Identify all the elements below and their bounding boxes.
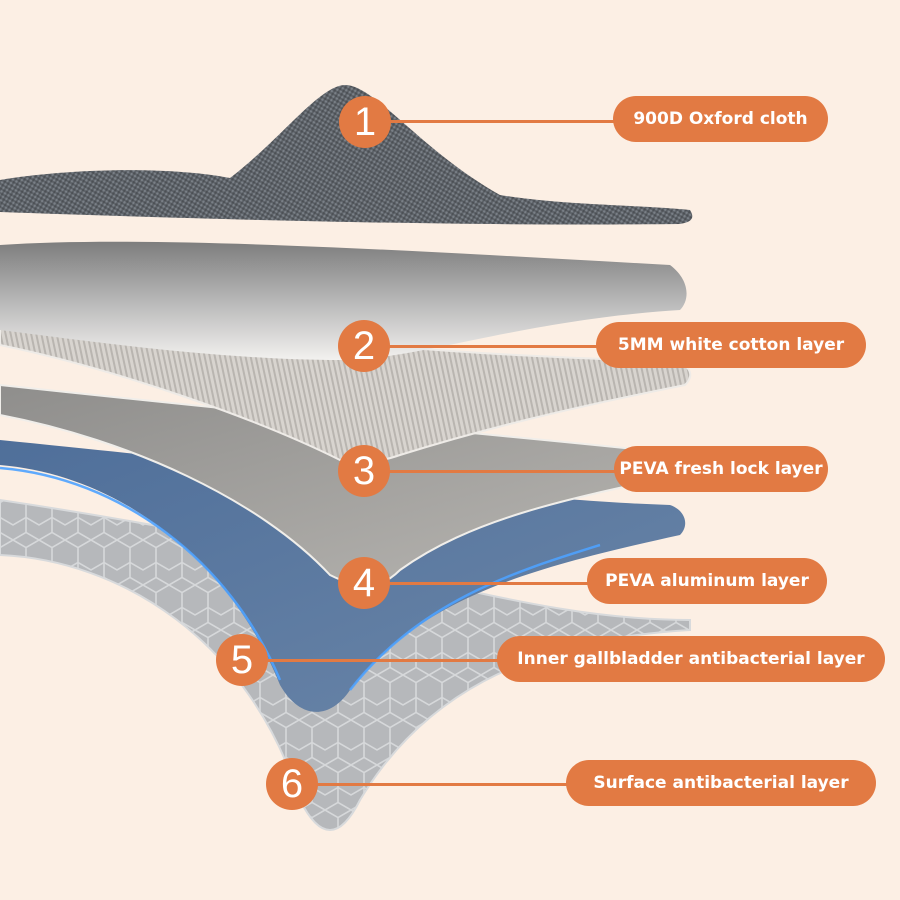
connector-line-5 bbox=[262, 659, 512, 662]
connector-line-1 bbox=[390, 120, 620, 123]
connector-line-4 bbox=[388, 582, 598, 585]
layer-label-3: PEVA fresh lock layer bbox=[614, 446, 828, 492]
connector-line-2 bbox=[388, 345, 618, 348]
layer-number-badge-5: 5 bbox=[216, 634, 268, 686]
layer-number-badge-1: 1 bbox=[339, 96, 391, 148]
connector-line-6 bbox=[312, 783, 582, 786]
connector-line-3 bbox=[388, 470, 618, 473]
layer-number-badge-2: 2 bbox=[338, 320, 390, 372]
layer-number-badge-4: 4 bbox=[338, 557, 390, 609]
layer-2-cotton bbox=[0, 241, 687, 360]
layer-label-6: Surface antibacterial layer bbox=[566, 760, 876, 806]
layer-number-badge-3: 3 bbox=[338, 445, 390, 497]
layer-label-4: PEVA aluminum layer bbox=[587, 558, 827, 604]
layer-1-oxford-cloth bbox=[0, 85, 693, 225]
layer-label-1: 900D Oxford cloth bbox=[613, 96, 828, 142]
layer-label-2: 5MM white cotton layer bbox=[596, 322, 866, 368]
layer-number-badge-6: 6 bbox=[266, 758, 318, 810]
layer-label-5: Inner gallbladder antibacterial layer bbox=[497, 636, 885, 682]
